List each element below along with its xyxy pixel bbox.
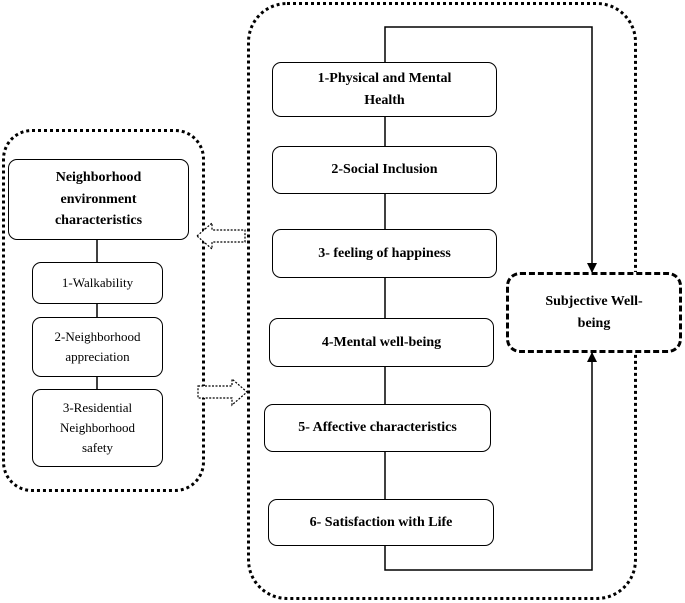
mental-well-being-box: 4-Mental well-being <box>269 318 494 367</box>
physical-mental-health-label: 1-Physical and Mental Health <box>317 70 452 108</box>
feeling-of-happiness-label: 3- feeling of happiness <box>318 245 451 261</box>
neighborhood-appreciation-box: 2-Neighborhood appreciation <box>32 317 163 377</box>
physical-mental-health-box: 1-Physical and Mental Health <box>272 62 497 117</box>
residential-safety-label: 3-Residential Neighborhood safety <box>59 399 136 456</box>
neighborhood-title: Neighborhood environment characteristics <box>54 169 143 229</box>
satisfaction-with-life-label: 6- Satisfaction with Life <box>309 514 453 530</box>
subjective-well-being-label: Subjective Well-being <box>545 293 643 331</box>
walkability-label: 1-Walkability <box>61 274 134 290</box>
left-pointing-hollow-arrow <box>196 221 246 251</box>
satisfaction-with-life-box: 6- Satisfaction with Life <box>268 499 494 546</box>
mental-well-being-label: 4-Mental well-being <box>321 334 442 350</box>
social-inclusion-label: 2-Social Inclusion <box>331 162 438 178</box>
neighborhood-group <box>2 129 205 492</box>
social-inclusion-box: 2-Social Inclusion <box>272 146 497 194</box>
affective-characteristics-box: 5- Affective characteristics <box>264 404 491 452</box>
neighborhood-title-box: Neighborhood environment characteristics <box>8 159 189 240</box>
top-feedback-arrow <box>384 26 597 273</box>
affective-characteristics-label: 5- Affective characteristics <box>298 420 457 436</box>
right-pointing-hollow-arrow <box>197 377 248 407</box>
bottom-feedback-arrow <box>384 352 597 571</box>
residential-safety-box: 3-Residential Neighborhood safety <box>32 389 163 467</box>
walkability-box: 1-Walkability <box>32 262 163 304</box>
feeling-of-happiness-box: 3- feeling of happiness <box>272 229 497 278</box>
subjective-well-being-box: Subjective Well-being <box>506 272 682 353</box>
neighborhood-appreciation-label: 2-Neighborhood appreciation <box>54 328 141 364</box>
